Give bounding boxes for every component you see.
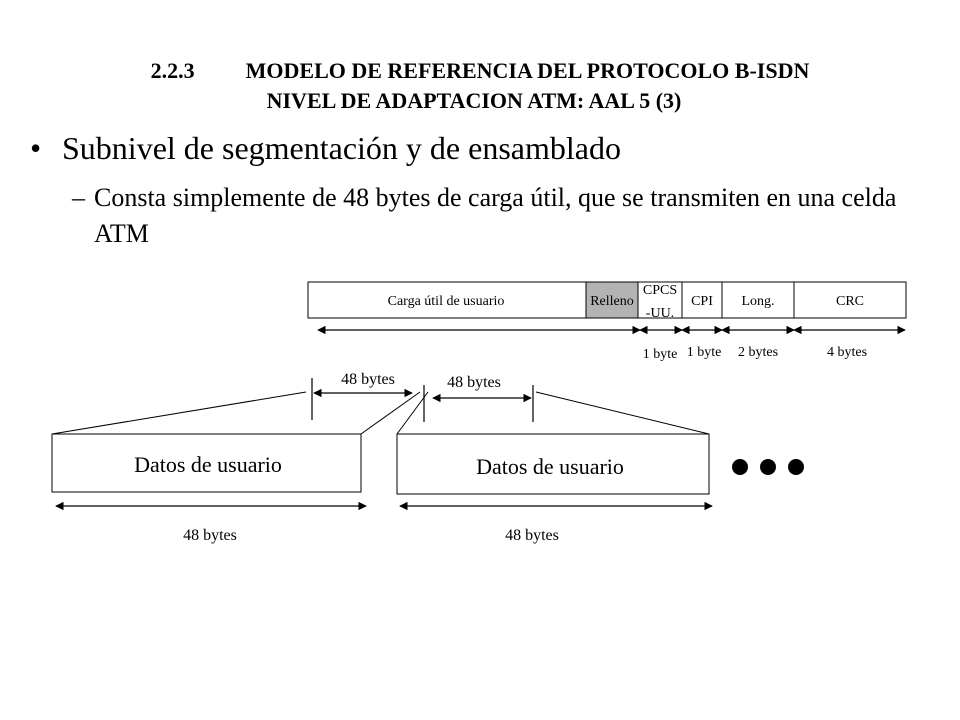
- data-block-1: Datos de usuario: [51, 433, 362, 493]
- bullet-sub: – Consta simplemente de 48 bytes de carg…: [72, 180, 922, 252]
- segment-top-label-1: 48 bytes: [341, 371, 395, 388]
- projection-line-1: [51, 391, 307, 435]
- data-block-2: Datos de usuario: [396, 433, 710, 495]
- bullet-sub-text: Consta simplemente de 48 bytes de carga …: [94, 183, 897, 248]
- length-label: Long.: [741, 294, 774, 309]
- data-block-2-box: [396, 433, 710, 495]
- padding-field: [585, 281, 639, 319]
- data-block-1-box: [51, 433, 362, 493]
- block-2-size: 48 bytes: [505, 527, 559, 544]
- block-1-size: 48 bytes: [183, 527, 237, 544]
- payload-label: Carga útil de usuario: [388, 294, 505, 309]
- cpcs-uu-size: 1 byte: [643, 347, 678, 362]
- slide-title-line1: 2.2.3 MODELO DE REFERENCIA DEL PROTOCOLO …: [0, 58, 960, 84]
- bullet-main-text: Subnivel de segmentación y de ensamblado: [62, 130, 621, 166]
- segment-markers: [311, 378, 534, 422]
- cpcs-uu-field: [637, 281, 683, 319]
- slide-title-line2: NIVEL DE ADAPTACION ATM: AAL 5 (3): [266, 88, 682, 113]
- section-number: 2.2.3: [150, 58, 195, 83]
- data-block-2-label: Datos de usuario: [476, 454, 624, 479]
- payload-field: [307, 281, 587, 319]
- projection-line-4: [535, 391, 710, 435]
- crc-size: 4 bytes: [827, 345, 867, 360]
- crc-field: [793, 281, 907, 319]
- continuation-dots-icon: [732, 459, 804, 475]
- projection-line-2: [360, 391, 421, 435]
- cpcs-uu-label-line2: -UU.: [646, 306, 674, 321]
- bullet-dash-icon: –: [72, 183, 85, 212]
- title-text-line1: MODELO DE REFERENCIA DEL PROTOCOLO B-ISD…: [245, 58, 810, 83]
- data-block-1-label: Datos de usuario: [134, 452, 282, 477]
- crc-label: CRC: [836, 294, 864, 309]
- cs-pdu-frame: Carga útil de usuario Relleno CPCS -UU. …: [307, 281, 907, 321]
- cpi-label: CPI: [691, 294, 713, 309]
- projection-line-3: [396, 391, 429, 435]
- padding-label: Relleno: [590, 294, 634, 309]
- cpi-size: 1 byte: [687, 345, 722, 360]
- projection-lines: [51, 391, 710, 435]
- cpcs-uu-label-line1: CPCS: [643, 283, 677, 298]
- bullet-dot-icon: •: [30, 130, 42, 166]
- segment-top-label-2: 48 bytes: [447, 374, 501, 391]
- bullet-main: • Subnivel de segmentación y de ensamblad…: [30, 128, 621, 168]
- length-size: 2 bytes: [738, 345, 778, 360]
